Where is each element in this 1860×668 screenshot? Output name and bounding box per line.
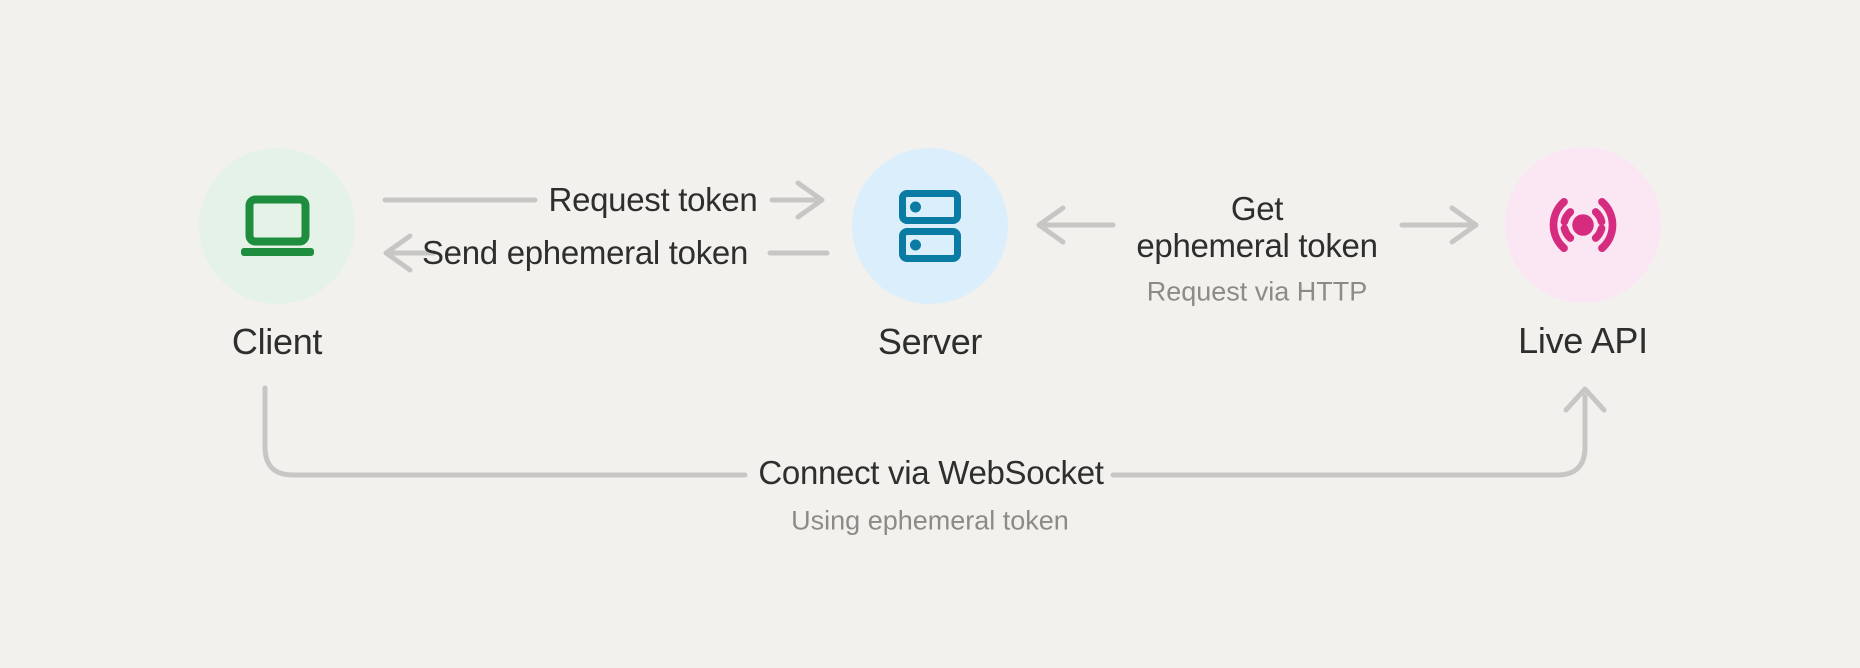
using-ephemeral-token-sublabel: Using ephemeral token	[791, 505, 1069, 536]
connect-via-websocket-label: Connect via WebSocket	[758, 454, 1104, 491]
get-ephemeral-token-label-line1: Get	[1230, 190, 1284, 227]
node-client: Client	[127, 148, 427, 363]
server-icon	[899, 190, 961, 262]
send-ephemeral-token-label: Send ephemeral token	[421, 234, 749, 271]
request-via-http-sublabel: Request via HTTP	[1146, 276, 1368, 307]
laptop-icon	[240, 195, 314, 256]
broadcast-icon	[1549, 197, 1617, 253]
websocket-path-left	[262, 385, 748, 478]
server-circle	[852, 148, 1008, 304]
get-token-arrow-right	[1399, 205, 1479, 245]
get-token-arrow-left	[1036, 205, 1116, 245]
live-api-label: Live API	[1518, 320, 1648, 361]
websocket-path-right	[1110, 393, 1588, 478]
get-ephemeral-token-label-line2: ephemeral token	[1136, 227, 1378, 264]
client-circle	[199, 148, 355, 304]
get-ephemeral-token-label: Get ephemeral token	[1136, 190, 1378, 264]
client-label: Client	[231, 321, 323, 362]
node-live-api: Live API	[1433, 147, 1733, 362]
websocket-up-arrow	[1563, 386, 1607, 413]
live-api-circle	[1505, 147, 1661, 303]
request-token-arrow	[769, 180, 825, 220]
node-server: Server	[780, 148, 1080, 363]
send-token-arrow	[383, 233, 437, 273]
request-token-label: Request token	[548, 181, 758, 218]
server-label: Server	[877, 321, 983, 362]
